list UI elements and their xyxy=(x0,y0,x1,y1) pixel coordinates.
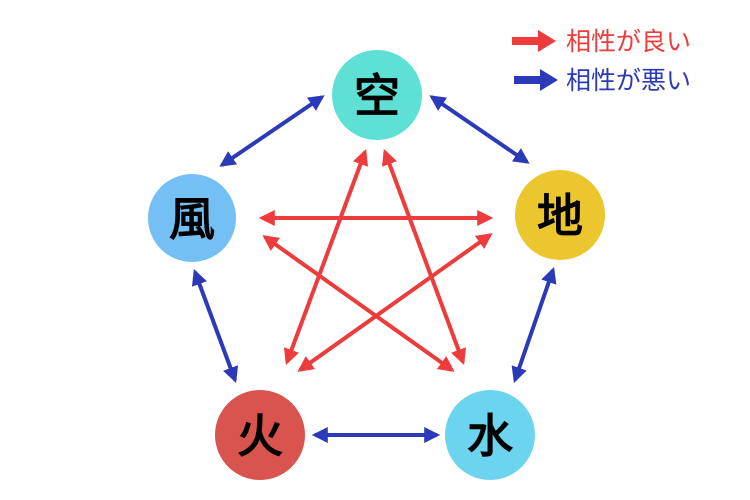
node-circle xyxy=(148,174,236,262)
arrow-fire-wind xyxy=(191,268,239,384)
legend: 相性が良い 相性が悪い xyxy=(512,27,691,95)
bad-relation-arrows xyxy=(191,95,557,443)
blue-arrow-icon xyxy=(514,69,558,91)
node-earth: 地 xyxy=(515,170,605,260)
node-label: 火 xyxy=(237,409,283,463)
good-relation-arrows xyxy=(258,149,494,372)
node-circle xyxy=(215,390,305,480)
arrow-earth-water xyxy=(511,266,557,384)
legend-good-label: 相性が良い xyxy=(566,27,691,56)
node-circle xyxy=(332,50,422,140)
node-label: 風 xyxy=(169,192,215,246)
node-label: 水 xyxy=(467,409,514,463)
arrow-earth-fire xyxy=(297,233,493,372)
red-arrow-icon xyxy=(512,30,556,52)
arrow-sky-wind xyxy=(219,95,325,167)
node-water: 水 xyxy=(445,390,535,480)
arrow-sky-earth xyxy=(429,95,530,164)
node-label: 地 xyxy=(537,189,583,243)
legend-bad: 相性が悪い xyxy=(514,66,691,95)
legend-good: 相性が良い xyxy=(512,27,691,56)
legend-bad-label: 相性が悪い xyxy=(566,66,691,95)
node-circle xyxy=(515,170,605,260)
node-label: 空 xyxy=(354,69,400,123)
node-circle xyxy=(445,390,535,480)
node-sky: 空 xyxy=(332,50,422,140)
node-fire: 火 xyxy=(215,390,305,480)
node-wind: 風 xyxy=(148,174,236,262)
